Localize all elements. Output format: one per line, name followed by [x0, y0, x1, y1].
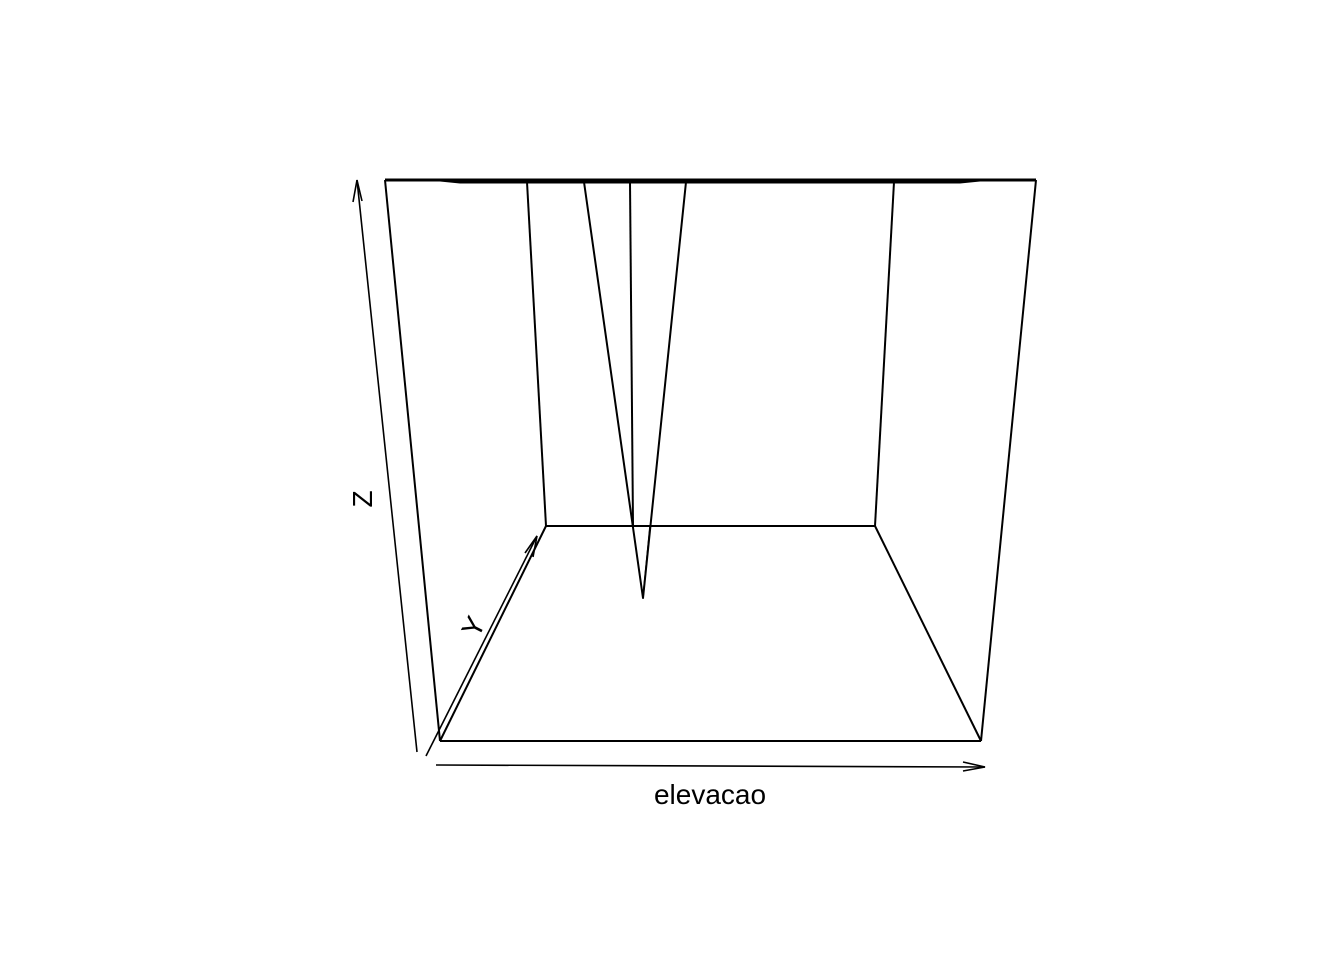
box-front-left-edge: [384, 179, 441, 742]
surface-spike-inner-right: [642, 525, 651, 599]
x-axis-label: elevacao: [654, 779, 766, 810]
box-floor-left-edge: [439, 525, 547, 742]
surface-spike-inner: [629, 181, 634, 527]
box-back-left-edge: [526, 181, 547, 527]
z-axis-label: Z: [347, 490, 378, 507]
z-axis-arrow-line: [356, 179, 418, 753]
x-axis-arrowhead: [962, 761, 986, 772]
surface-mesh: [385, 178, 1036, 599]
surface-spike: [583, 181, 687, 599]
box-floor-right-edge: [874, 525, 982, 742]
axis-arrows: [352, 179, 986, 772]
x-axis-arrow-line: [435, 764, 986, 768]
box-back-right-edge: [874, 181, 895, 527]
surface-top-band: [439, 180, 981, 184]
bounding-box: [384, 179, 1037, 742]
y-axis-arrowhead: [524, 535, 538, 558]
y-axis-arrow-line: [425, 535, 538, 757]
z-axis-arrowhead: [352, 179, 363, 203]
box-front-right-edge: [980, 179, 1037, 742]
